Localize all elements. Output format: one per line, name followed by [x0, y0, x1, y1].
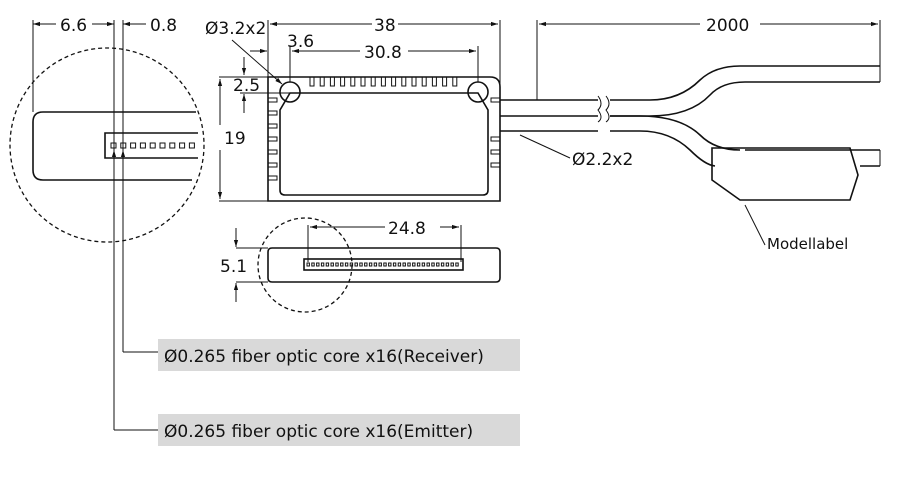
- fiber-dot: [388, 262, 392, 267]
- fiber-dot: [306, 262, 310, 267]
- detail-connector: [104, 132, 198, 159]
- dim-30-8: 30.8: [364, 43, 402, 63]
- fiber-dot: [340, 262, 344, 267]
- fin: [490, 97, 501, 103]
- dim-2-5: 2.5: [233, 76, 260, 96]
- dim-19: 19: [224, 129, 246, 149]
- fiber-core: [149, 142, 156, 149]
- fiber-dot: [344, 262, 349, 267]
- module-top-view: Ø2.2x2 Modellabel: [267, 20, 881, 253]
- fin: [401, 77, 407, 87]
- dim-2000: 2000: [706, 16, 749, 36]
- fin: [490, 149, 501, 155]
- fiber-dot: [392, 262, 397, 267]
- side-detail-circle: [257, 217, 353, 313]
- fin: [319, 77, 325, 87]
- fin: [411, 77, 417, 87]
- fiber-dot: [426, 262, 430, 267]
- fin: [490, 162, 501, 168]
- fiber-dot: [325, 262, 330, 267]
- detail-body: [32, 111, 196, 181]
- fiber-dot: [364, 262, 368, 267]
- fin: [380, 77, 386, 87]
- fiber-dot: [412, 262, 416, 267]
- fiber-dot: [440, 262, 445, 267]
- fiber-dot: [407, 262, 411, 267]
- fin: [329, 77, 335, 87]
- fin: [431, 77, 437, 87]
- dim-24-8: 24.8: [388, 219, 426, 239]
- fiber-dot: [368, 262, 373, 267]
- fiber-dot: [450, 262, 454, 267]
- fiber-core: [130, 142, 137, 149]
- fiber-dot: [416, 262, 421, 267]
- fin: [391, 77, 397, 87]
- receiver-label: Ø0.265 fiber optic core x16(Receiver): [164, 347, 484, 367]
- module-side-view: [257, 217, 501, 313]
- side-fiber-dots: [306, 262, 459, 267]
- fiber-core: [179, 142, 186, 149]
- fin: [360, 77, 366, 87]
- dim-38: 38: [374, 16, 396, 36]
- detail-view: [9, 47, 205, 243]
- fiber-dot: [359, 262, 363, 267]
- model-label-text: Modellabel: [767, 235, 848, 253]
- dim-0-8: 0.8: [150, 16, 177, 36]
- fiber-dot: [455, 262, 459, 267]
- detail-circle: [9, 47, 205, 243]
- fin: [421, 77, 427, 87]
- fiber-dot: [311, 262, 315, 267]
- fiber-dot: [402, 262, 406, 267]
- mount-hole-right: [467, 81, 489, 103]
- fin: [350, 77, 356, 87]
- side-connector: [303, 258, 464, 271]
- fiber-core: [188, 142, 195, 149]
- fin: [340, 77, 346, 87]
- fiber-core-squares: [110, 142, 195, 149]
- fiber-core: [139, 142, 146, 149]
- fiber-dot: [354, 262, 358, 267]
- fin: [267, 123, 278, 129]
- fiber-dot: [330, 262, 334, 267]
- fin: [452, 77, 458, 87]
- receiver-label-bg: [158, 339, 520, 371]
- fin: [370, 77, 376, 87]
- fiber-dot: [383, 262, 387, 267]
- fin: [490, 136, 501, 142]
- fin: [267, 97, 278, 103]
- fiber-dot: [436, 262, 440, 267]
- dim-5-1: 5.1: [220, 257, 247, 277]
- fin: [267, 162, 278, 168]
- fin: [442, 77, 448, 87]
- fiber-dot: [378, 262, 382, 267]
- fin: [267, 110, 278, 116]
- fiber-dot: [320, 262, 325, 267]
- cable-diameter: Ø2.2x2: [572, 150, 633, 170]
- fin: [309, 77, 315, 87]
- fiber-dot: [421, 262, 426, 267]
- fiber-dot: [316, 262, 320, 267]
- fiber-dot: [431, 262, 435, 267]
- fiber-dot: [445, 262, 450, 267]
- fiber-dot: [397, 262, 402, 267]
- dim-3-6: 3.6: [287, 32, 314, 52]
- model-label-tag: [711, 147, 859, 201]
- mount-hole-left: [279, 81, 301, 103]
- fin: [267, 175, 278, 181]
- fiber-dot: [335, 262, 339, 267]
- cable-upper: [610, 65, 880, 117]
- hole-diameter: Ø3.2x2: [205, 19, 266, 39]
- fiber-core: [159, 142, 166, 149]
- dim-6-6: 6.6: [60, 16, 87, 36]
- cable-stub: [500, 99, 598, 132]
- emitter-label-bg: [158, 414, 520, 446]
- fin: [267, 149, 278, 155]
- emitter-label: Ø0.265 fiber optic core x16(Emitter): [164, 422, 473, 442]
- fiber-core: [169, 142, 176, 149]
- fiber-dot: [373, 262, 378, 267]
- fin: [267, 136, 278, 142]
